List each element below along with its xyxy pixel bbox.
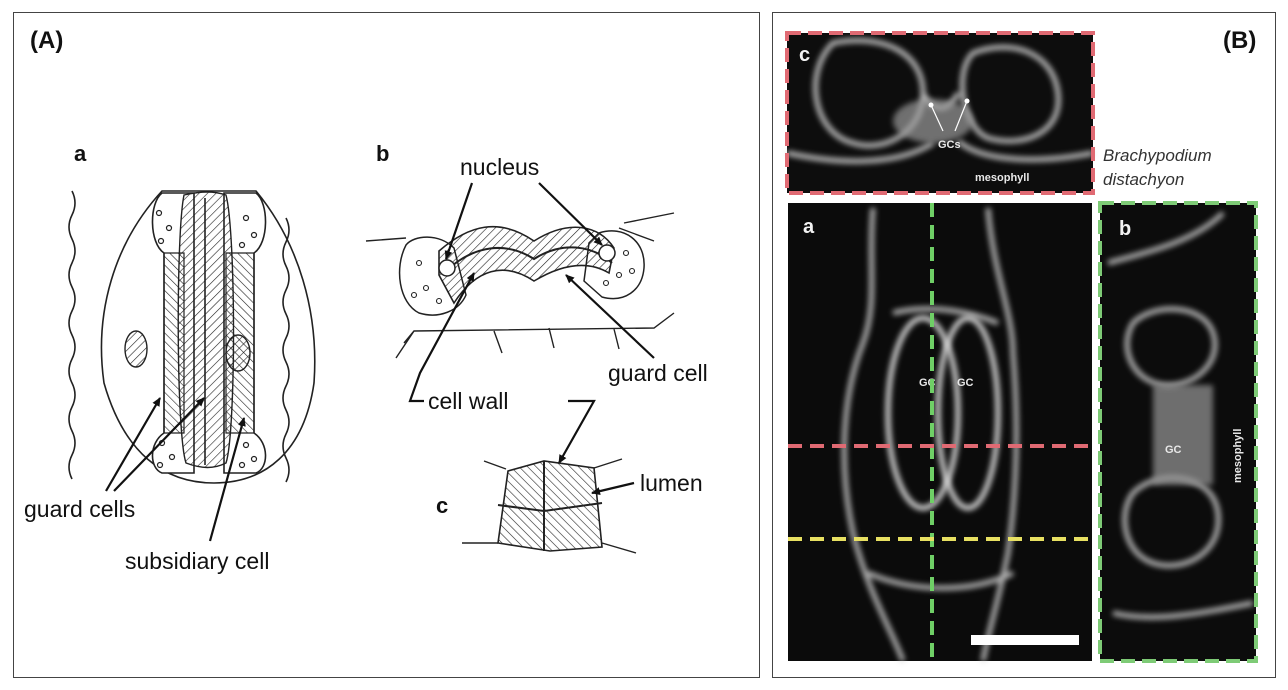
micrograph-c-gc-region	[893, 99, 973, 143]
stoma-drawing-a: a	[24, 141, 316, 574]
label-mesophyll-c: mesophyll	[975, 172, 1029, 184]
label-gc-right: GC	[957, 377, 974, 389]
panel-b-svg: Brachypodium distachyon GCs mesophyll c	[785, 31, 1258, 663]
sublabel-mic-a: a	[803, 216, 815, 238]
sublabel-mic-c: c	[799, 44, 810, 66]
micrograph-a: GC GC a	[788, 203, 1092, 662]
mesophyll-lines	[395, 312, 675, 359]
panel-b-micrographs: (B) Brachypodium distachyon GCs me	[772, 12, 1276, 678]
panel-b-label: (B)	[1223, 27, 1257, 54]
sublabel-mic-b: b	[1119, 218, 1131, 240]
micrograph-a-cell-walls	[841, 207, 1019, 662]
wavy-wall-right	[282, 217, 290, 483]
arrow-nucleus-right	[538, 182, 603, 246]
species-name-line2: distachyon	[1103, 170, 1184, 189]
plastid-dots-b	[410, 249, 636, 305]
surface-lines	[365, 212, 675, 242]
subsidiary-nucleus-right	[225, 334, 251, 372]
micrograph-c: GCs mesophyll c	[785, 31, 1095, 195]
guard-cell-left-mic	[885, 315, 961, 511]
gc-pointer-left	[930, 104, 944, 132]
micrograph-c-cell-walls	[786, 37, 1094, 164]
sublabel-c: c	[436, 493, 448, 518]
arrow-guard-cells-1	[105, 397, 161, 492]
arrow-guard-cell	[565, 274, 655, 359]
hatched-pore-region	[177, 191, 235, 469]
micrograph-b-gc-region	[1153, 385, 1213, 485]
label-gc-b: GC	[1165, 444, 1182, 456]
micrograph-c-border	[785, 31, 1095, 195]
label-mesophyll-b: mesophyll	[1232, 429, 1244, 483]
panel-a-label: (A)	[30, 27, 64, 54]
sublabel-a: a	[74, 141, 87, 166]
guard-cell-right-mic	[935, 315, 1001, 511]
label-gcs: GCs	[938, 139, 961, 151]
gc-pointer-right	[954, 100, 968, 132]
nucleus-left	[438, 259, 456, 277]
stoma-drawing-c: c lumen	[436, 458, 703, 554]
panel-a-drawings: (A) a	[13, 12, 760, 678]
label-cell-wall: cell wall	[428, 388, 509, 414]
scale-bar	[971, 635, 1079, 645]
wall-lines-c	[462, 458, 637, 554]
arrow-subsidiary	[208, 417, 246, 542]
label-guard-cells: guard cells	[24, 496, 135, 522]
stoma-drawing-b: b nucleus guard cell	[365, 141, 708, 464]
micrograph-b-border	[1098, 201, 1258, 663]
label-lumen: lumen	[640, 470, 703, 496]
plastid-dots	[155, 209, 258, 469]
wavy-wall-left	[68, 190, 76, 480]
label-nucleus: nucleus	[460, 154, 539, 180]
sublabel-b: b	[376, 141, 389, 166]
guard-cell-arch	[438, 225, 615, 305]
species-name-line1: Brachypodium	[1103, 146, 1212, 165]
nucleus-right	[598, 244, 616, 262]
hatched-guard-left	[163, 252, 185, 434]
arrow-cell-wall-c	[558, 399, 596, 464]
label-guard-cell: guard cell	[608, 360, 708, 386]
panel-a-svg: a	[24, 141, 708, 574]
micrograph-b: GC mesophyll b	[1098, 201, 1258, 663]
label-subsidiary-cell: subsidiary cell	[125, 548, 269, 574]
arrow-cell-wall-b	[408, 272, 475, 403]
arrow-lumen	[591, 481, 635, 496]
subsidiary-nucleus-left	[124, 330, 148, 368]
arrow-guard-cells-2	[113, 397, 205, 492]
guard-pair-c-dividers	[497, 461, 603, 551]
arrow-nucleus-left	[444, 182, 474, 260]
subsidiary-cell-outline	[100, 190, 316, 484]
guard-cell-lumen-line	[445, 246, 613, 272]
